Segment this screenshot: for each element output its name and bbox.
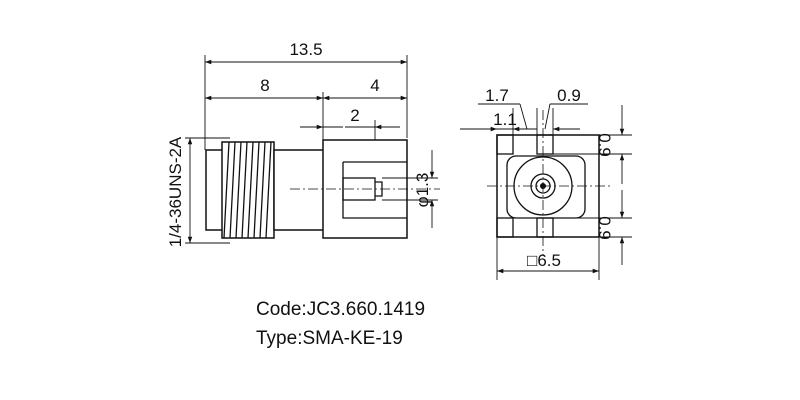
barrel-rear (273, 149, 325, 231)
pad-top-center (536, 134, 554, 155)
dim-b: 0.9 (557, 86, 581, 105)
part-type: Type:SMA-KE-19 (256, 328, 403, 349)
dim-c: 1.1 (493, 110, 517, 129)
thread-spec: 1/4-36UNS-2A (166, 136, 185, 247)
side-view: 13.5 8 4 2 1/4-36UNS-2A φ1.3 (166, 40, 440, 247)
dim-pin-dia: φ1.3 (413, 173, 432, 208)
dim-pin-offset: 2 (350, 106, 359, 125)
dim-square: □6.5 (527, 251, 561, 270)
part-code: Code:JC3.660.1419 (256, 299, 426, 320)
dim-right-bottom: 0.9 (595, 216, 614, 240)
bottom-view: 1.7 0.9 1.1 0.9 0.9 □6.5 (460, 86, 632, 280)
pad-bottom-left (496, 217, 514, 238)
dim-flange: 4 (370, 76, 379, 95)
dim-a: 1.7 (485, 86, 509, 105)
dim-body: 8 (260, 76, 269, 95)
dim-right-top: 0.9 (595, 133, 614, 157)
dim-overall: 13.5 (289, 40, 322, 59)
pad-top-left (496, 134, 514, 155)
